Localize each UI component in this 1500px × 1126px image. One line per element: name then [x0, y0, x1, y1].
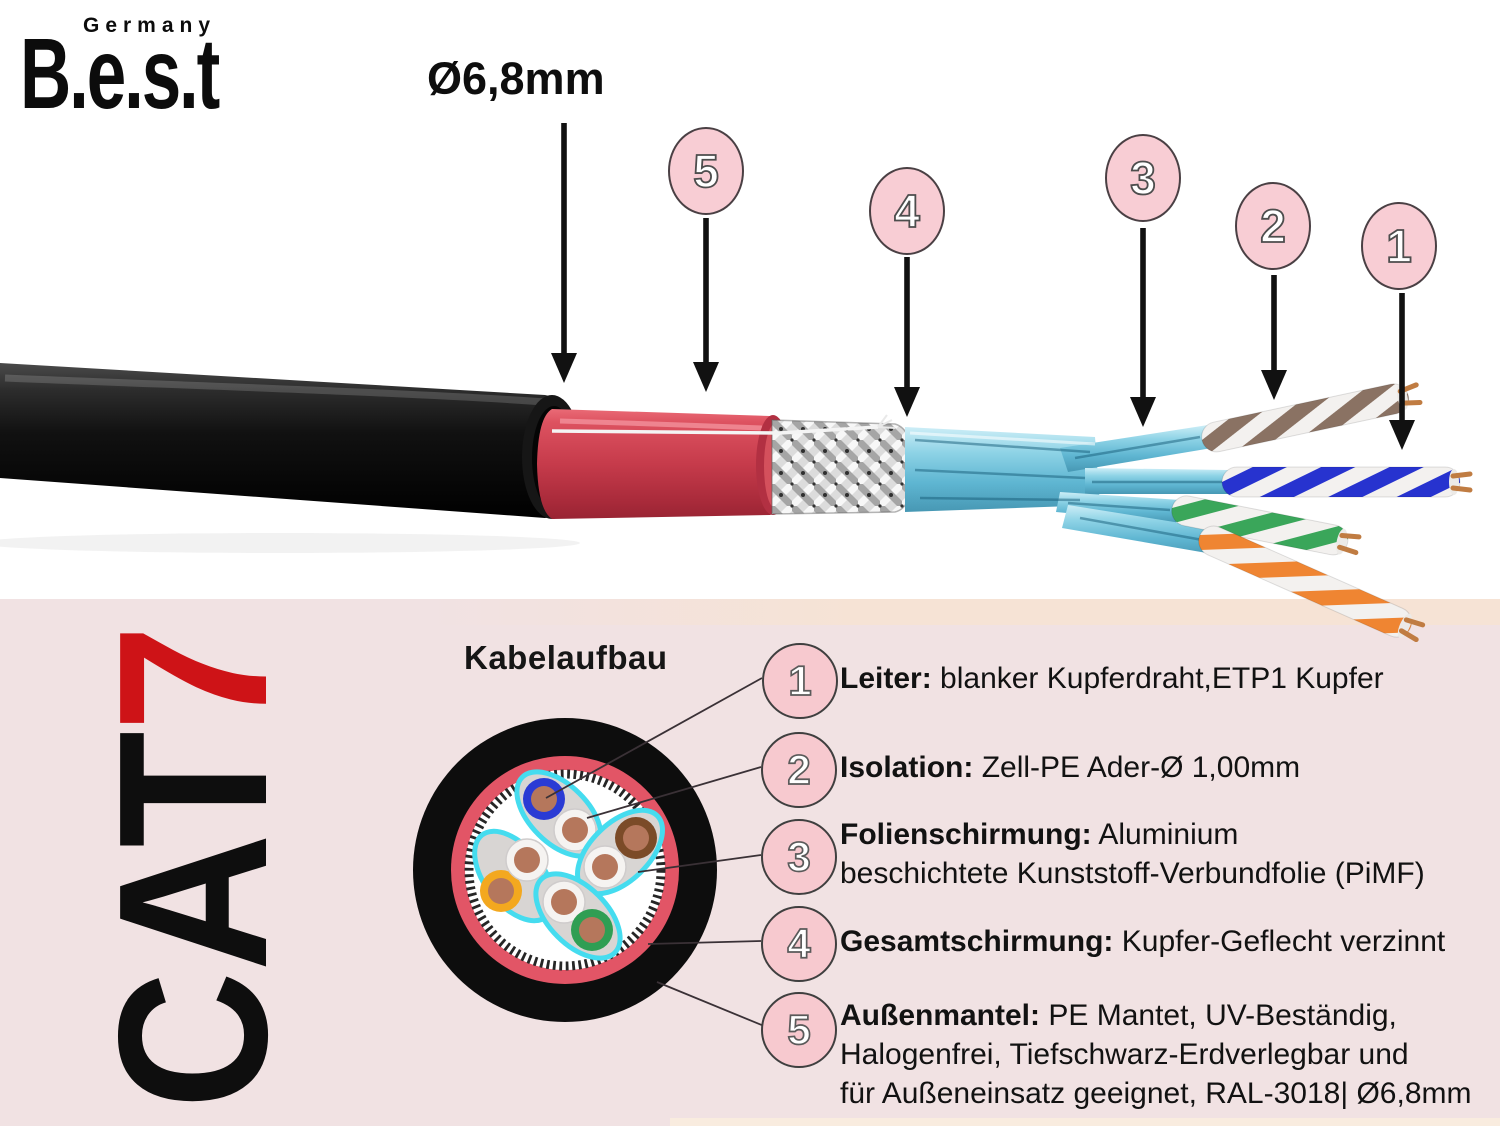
legend-badge-4: 4: [761, 906, 837, 982]
callout-arrow-5: [693, 218, 719, 392]
legend-value: Kupfer-Geflecht verzinnt: [1121, 925, 1446, 958]
cable-illustration: [0, 363, 1473, 643]
cross-braid-ring: [464, 769, 666, 971]
leader-lines: [545, 677, 765, 1027]
panel-bottom-strip: [670, 1118, 1500, 1126]
callout-badge-4: 4: [869, 167, 945, 255]
legend-value: blanker Kupferdraht,ETP1 Kupfer: [940, 662, 1384, 695]
legend-value: Aluminium beschichtete Kunststoff-Verbun…: [840, 818, 1425, 890]
legend-label: Isolation:: [840, 751, 974, 784]
callout-arrow-3: [1130, 228, 1156, 427]
pair-blue-white: [1221, 466, 1473, 498]
rip-cord: [551, 414, 896, 435]
leader-line-2: [586, 766, 762, 819]
brand-country: Germany: [83, 14, 217, 37]
product-code-seven: 7: [74, 624, 311, 732]
diameter-arrow: [551, 123, 577, 383]
callout-arrow-1: [1389, 293, 1415, 450]
cable-shadow: [0, 533, 580, 553]
callout-badge-3: 3: [1105, 134, 1181, 222]
legend-item-isolation: Isolation: Zell-PE Ader-Ø 1,00mm: [840, 748, 1500, 787]
pair-brown-white: [1201, 382, 1423, 453]
section-title: Kabelaufbau: [464, 639, 668, 676]
legend-badge-1: 1: [762, 643, 838, 719]
pointer-arrows: [551, 123, 1415, 450]
legend-badge-5: 5: [761, 992, 837, 1068]
callout-badge-1: 1: [1361, 202, 1437, 290]
diameter-label: Ø6,8mm: [427, 53, 605, 104]
legend-item-leiter: Leiter: blanker Kupferdraht,ETP1 Kupfer: [840, 659, 1500, 698]
callout-arrow-2: [1261, 275, 1287, 400]
outer-jacket: [0, 363, 578, 518]
legend-badge-3: 3: [761, 819, 837, 895]
bottom-panel-background: [0, 599, 1500, 1126]
product-code-cat: CAT: [74, 731, 311, 1110]
brand-logo: Germany B.e.s.t: [20, 14, 320, 124]
legend-value: Zell-PE Ader-Ø 1,00mm: [981, 751, 1301, 784]
legend-label: Gesamtschirmung:: [840, 925, 1114, 958]
legend-badge-2: 2: [761, 732, 837, 808]
pair-orange-white: [1198, 525, 1426, 643]
leader-line-1: [545, 677, 763, 799]
legend-label: Außenmantel:: [840, 999, 1041, 1032]
callout-arrow-4: [894, 257, 920, 417]
braid-shield: [772, 420, 914, 514]
callout-badge-2: 2: [1235, 182, 1311, 270]
leader-line-4: [647, 940, 762, 945]
legend-item-folienschirmung: Folienschirmung: Aluminium beschichtete …: [840, 815, 1500, 893]
legend-label: Leiter:: [840, 662, 932, 695]
callout-badge-5: 5: [668, 127, 744, 215]
brand-name: B.e.s.t: [20, 18, 220, 130]
legend-value: PE Mantet, UV-Beständig, Halogenfrei, Ti…: [840, 999, 1472, 1110]
inner-sheath: [537, 409, 789, 519]
leader-line-5: [656, 981, 765, 1027]
legend-label: Folienschirmung:: [840, 818, 1092, 851]
pair-green-white: [1171, 495, 1362, 556]
cross-section-diagram: [413, 718, 717, 1022]
leader-line-3: [637, 854, 762, 873]
legend-item-aussenmantel: Außenmantel: PE Mantet, UV-Beständig, Ha…: [840, 996, 1500, 1113]
legend-item-gesamtschirmung: Gesamtschirmung: Kupfer-Geflecht verzinn…: [840, 922, 1500, 961]
